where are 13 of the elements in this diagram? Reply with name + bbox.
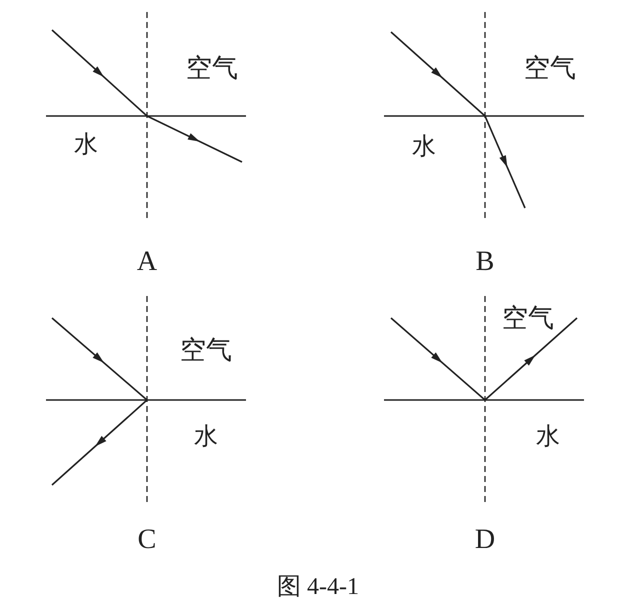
medium-label: 水 xyxy=(74,131,98,160)
medium-label: 水 xyxy=(536,423,560,452)
panel-letter: D xyxy=(474,524,496,556)
figure-caption: 图 4-4-1 xyxy=(277,573,359,602)
panel-letter: C xyxy=(138,524,156,556)
medium-label: 空气 xyxy=(186,52,238,84)
medium-label: 水 xyxy=(194,423,218,452)
medium-label: 空气 xyxy=(180,334,232,366)
medium-label: 空气 xyxy=(502,302,554,334)
medium-label: 水 xyxy=(412,133,436,162)
medium-label: 空气 xyxy=(524,52,576,84)
panel-letter: A xyxy=(136,246,158,278)
panel-letter: B xyxy=(476,246,494,278)
